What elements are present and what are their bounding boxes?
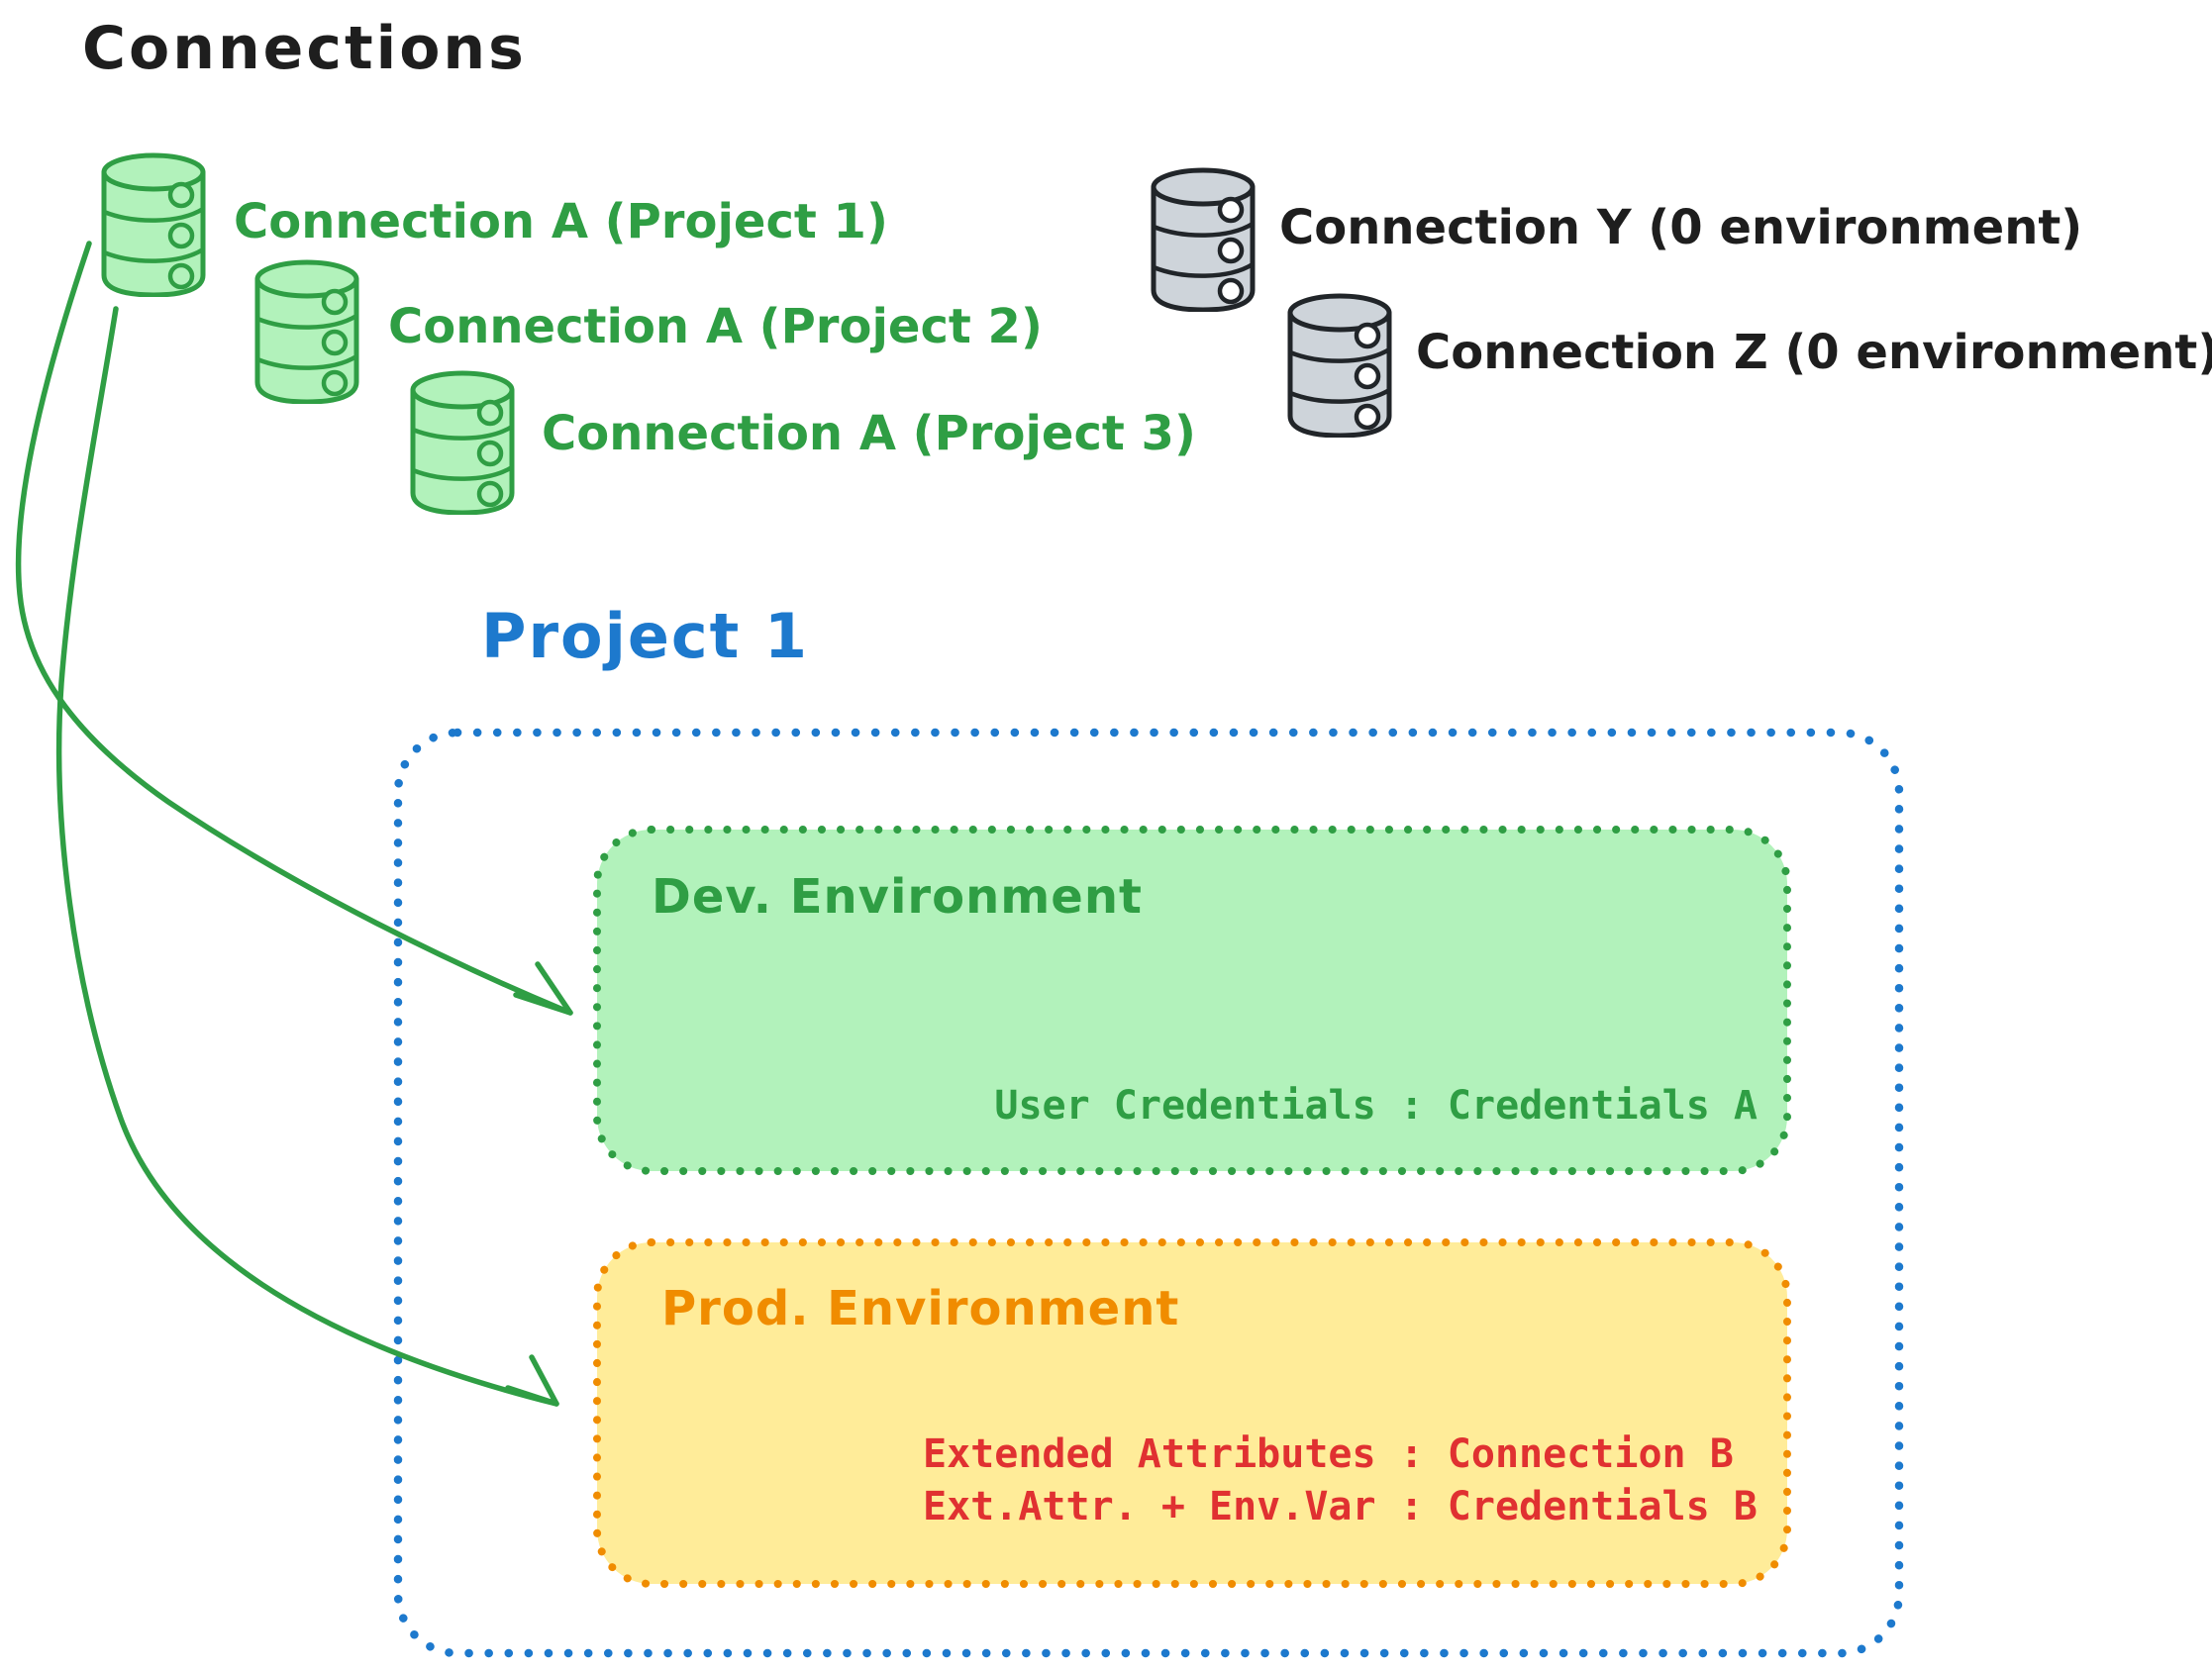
database-icon-connection-y xyxy=(1154,170,1253,310)
database-icon-connection-a-project1 xyxy=(104,155,203,295)
dev-environment-title: Dev. Environment xyxy=(652,869,1143,925)
prod-environment-box xyxy=(593,1238,1791,1588)
diagram-title: Connections xyxy=(82,14,527,83)
connection-z-label: Connection Z (0 environment) xyxy=(1416,325,2212,380)
project-box-border xyxy=(393,728,1904,1658)
prod-environment-title: Prod. Environment xyxy=(661,1281,1180,1336)
connection-a-project1-label: Connection A (Project 1) xyxy=(234,194,888,249)
database-icon-connection-a-project2 xyxy=(257,262,356,402)
project-title: Project 1 xyxy=(481,600,810,672)
arrow-connection-to-dev xyxy=(15,241,573,1016)
prod-mapping-line-2: Ext.Attr. + Env.Var : Credentials B xyxy=(923,1484,1758,1529)
connection-y-label: Connection Y (0 environment) xyxy=(1279,200,2083,255)
dev-credentials-mapping: User Credentials : Credentials A xyxy=(994,1083,1758,1129)
connection-a-project2-label: Connection A (Project 2) xyxy=(388,299,1043,354)
connection-a-project3-label: Connection A (Project 3) xyxy=(542,406,1196,461)
database-icon-connection-a-project3 xyxy=(413,373,512,513)
prod-mapping-line-1: Extended Attributes : Connection B xyxy=(923,1431,1734,1477)
arrow-connection-to-prod xyxy=(55,306,559,1407)
prod-mappings: Extended Attributes : Connection B Ext.A… xyxy=(923,1428,1758,1533)
dev-environment-box xyxy=(593,826,1791,1175)
database-icon-connection-z xyxy=(1290,296,1389,436)
